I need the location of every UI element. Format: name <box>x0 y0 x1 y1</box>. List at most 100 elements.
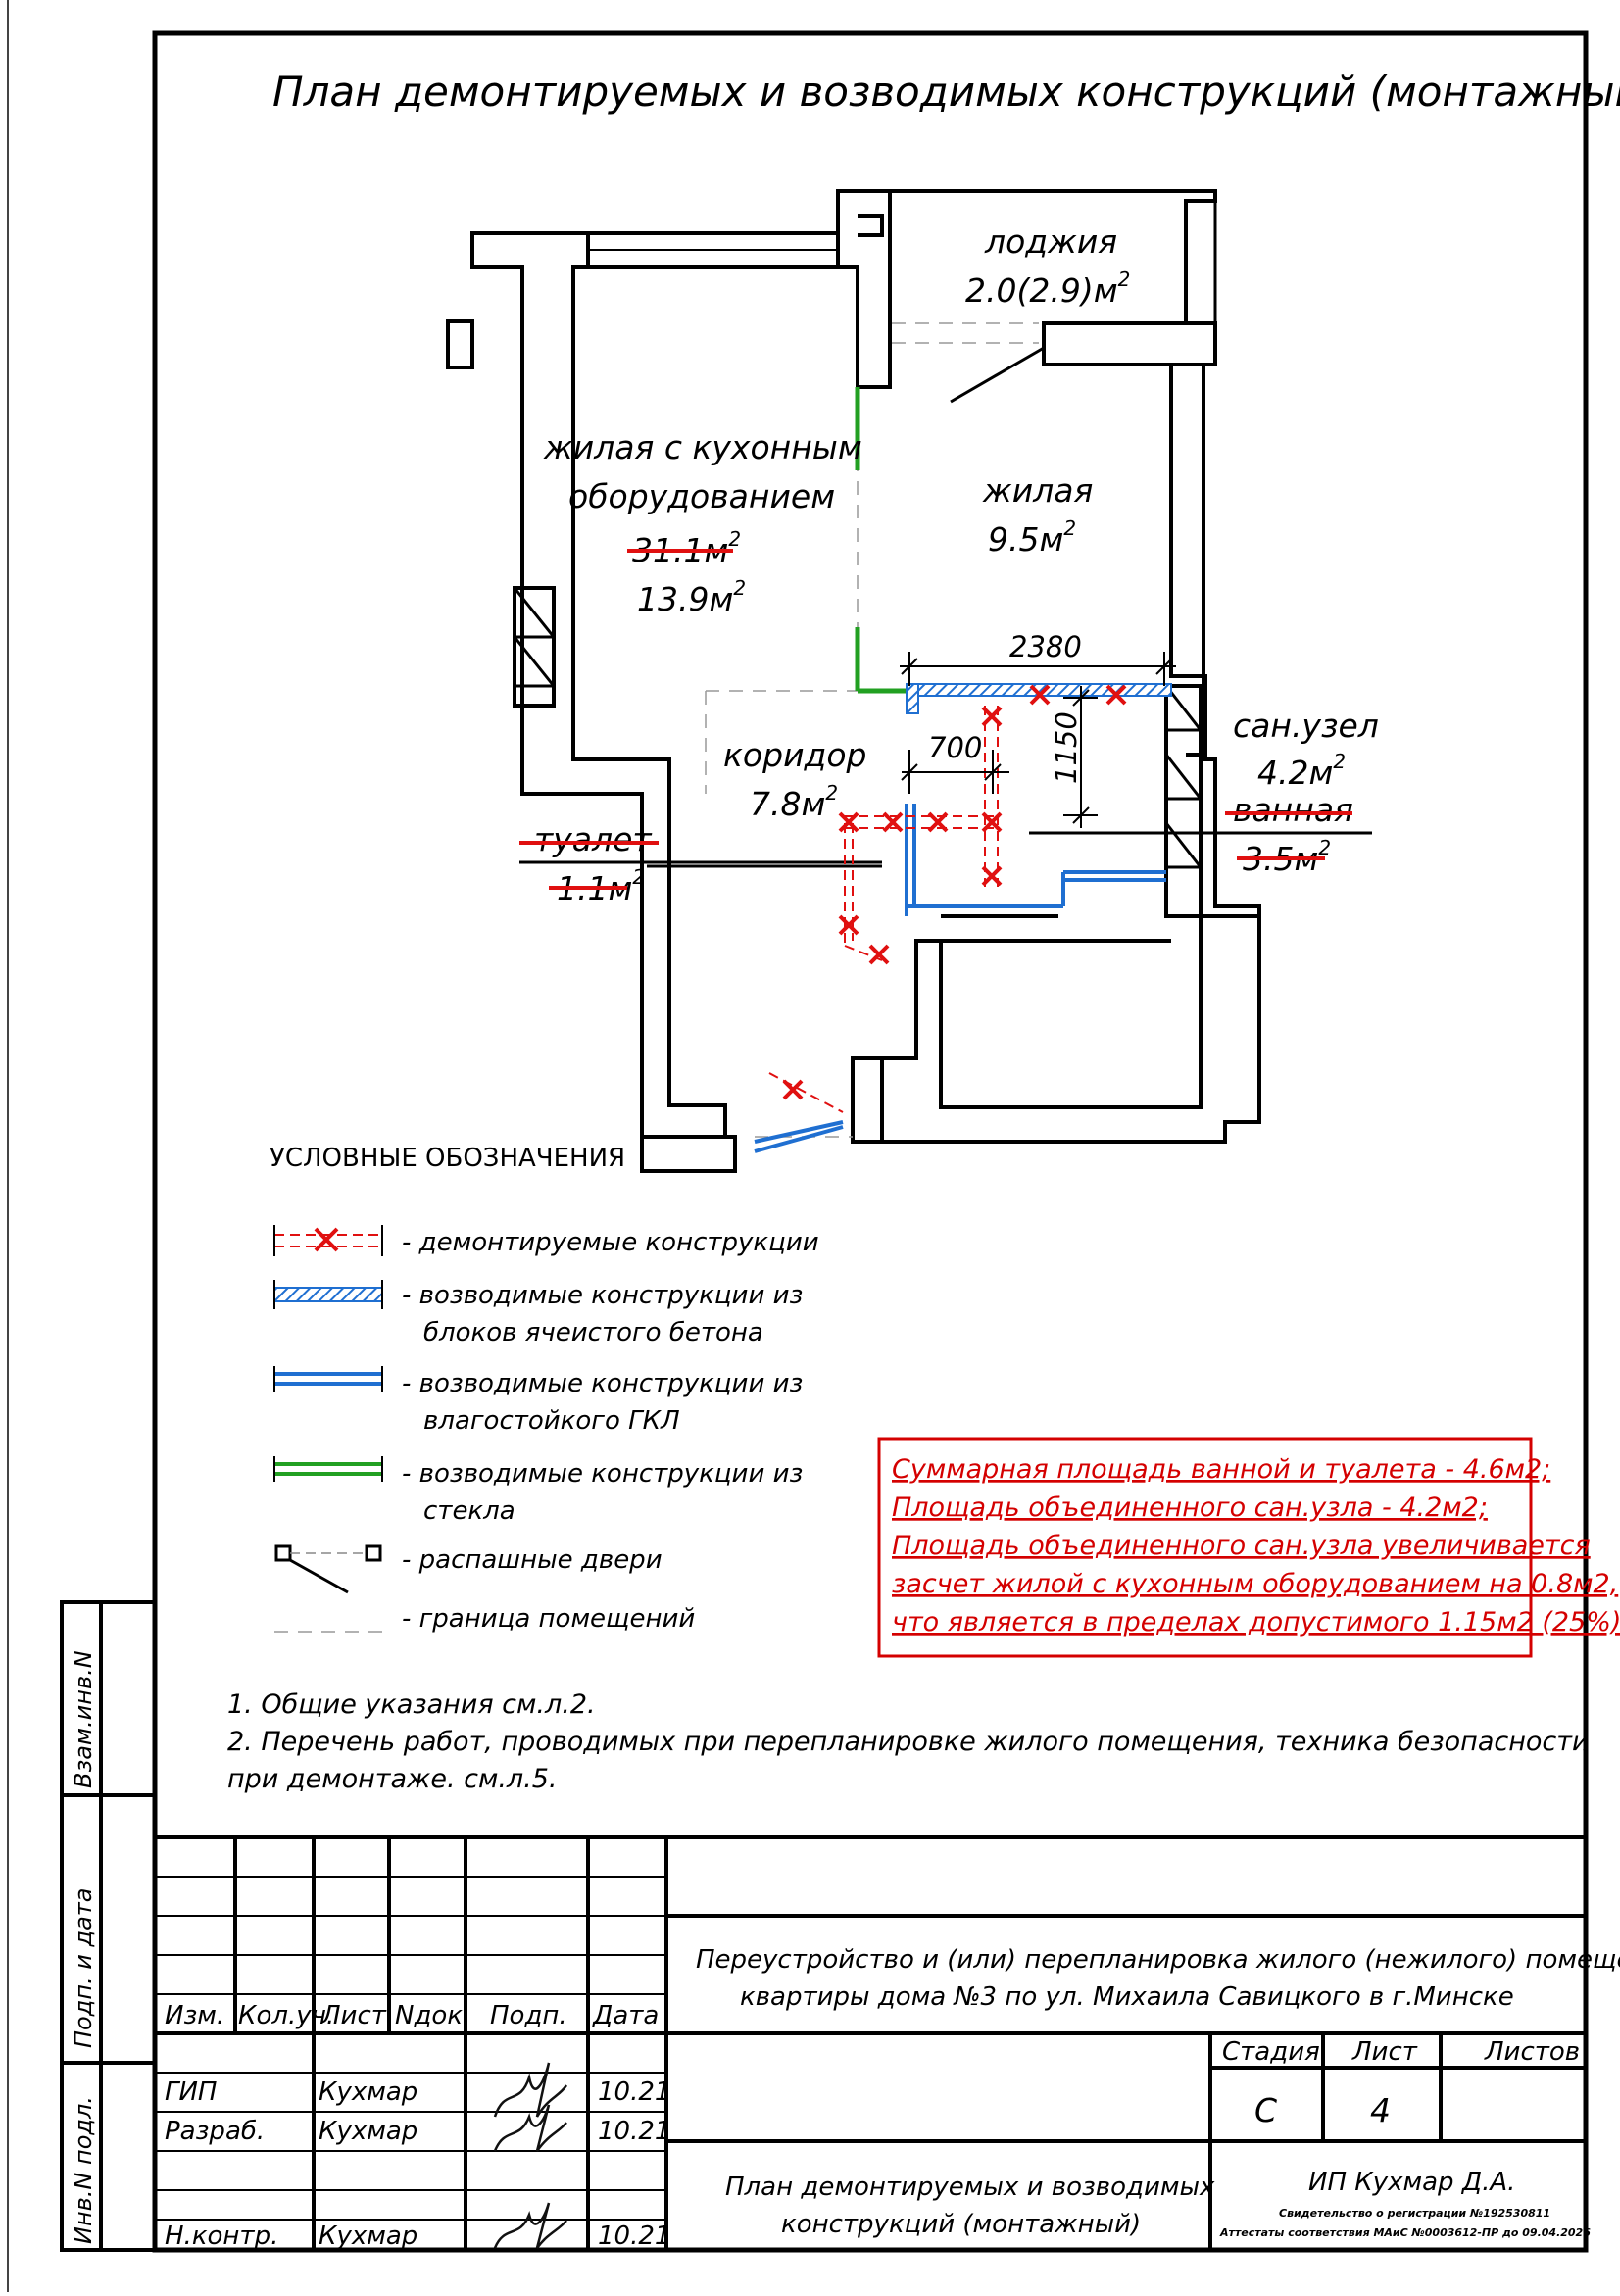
general-notes: 1. Общие указания см.л.2. 2. Перечень ра… <box>227 1689 1590 1794</box>
legend-text-gkl-2: влагостойкого ГКЛ <box>423 1406 680 1436</box>
tb-header-podp: Подп. <box>490 2001 567 2030</box>
title-block-headers: Изм. Кол.уч. Лист Nдок. Подп. Дата <box>165 2001 659 2030</box>
tb-drawing-name-1: План демонтируемых и возводимых <box>725 2173 1215 2202</box>
tb-date-nkontr: 10.21 <box>598 2222 670 2251</box>
legend-symbols <box>273 1225 383 1633</box>
tb-company-line-3: Аттестаты соответствия МАиС №0003612-ПР … <box>1219 2226 1591 2239</box>
drawing-title: План демонтируемых и возводимых конструк… <box>272 68 1620 116</box>
tb-date-gip: 10.21 <box>598 2077 670 2107</box>
signature-gip <box>493 2062 568 2118</box>
legend-header: УСЛОВНЫЕ ОБОЗНАЧЕНИЯ <box>270 1144 625 1173</box>
side-label-vzam: Взам.инв.N <box>70 1650 97 1788</box>
bathroom-combined-name: сан.узел <box>1233 707 1379 745</box>
red-note: Суммарная площадь ванной и туалета - 4.6… <box>892 1454 1620 1637</box>
tb-company-name: ИП Кухмар Д.А. <box>1308 2168 1515 2197</box>
title-block-company: ИП Кухмар Д.А. Свидетельство о регистрац… <box>1219 2168 1591 2239</box>
living-kitchen-new-area: 13.9м2 <box>637 576 746 618</box>
title-block-signers: ГИП Кухмар 10.21 Разраб. Кухмар 10.21 Н.… <box>165 2077 670 2251</box>
tb-role-gip: ГИП <box>165 2077 218 2107</box>
red-note-line-5: что является в пределах допустимого 1.15… <box>892 1607 1620 1637</box>
tb-header-izm: Изм. <box>165 2001 224 2030</box>
red-note-line-3: Площадь объединенного сан.узла увеличива… <box>892 1531 1591 1561</box>
legend-text-glass-1: - возводимые конструкции из <box>402 1459 803 1489</box>
signature-nkontr <box>493 2202 567 2249</box>
tb-stage-label: Стадия <box>1222 2037 1320 2067</box>
tb-company-line-2: Свидетельство о регистрации №192530811 <box>1279 2207 1550 2220</box>
tb-sheets-label: Листов <box>1484 2037 1580 2067</box>
floor-plan <box>446 189 1372 1173</box>
red-note-line-2: Площадь объединенного сан.узла - 4.2м2; <box>892 1492 1488 1523</box>
tb-header-data: Дата <box>592 2001 659 2030</box>
loggia-name: лоджия <box>984 222 1117 261</box>
title-block-stage: Стадия Лист Листов С 4 <box>1222 2037 1580 2129</box>
dimension-1150: 1150 <box>1050 711 1083 784</box>
bath-name: ванная <box>1233 791 1353 829</box>
bathroom-combined-area: 4.2м2 <box>1257 750 1346 792</box>
legend-text-gkl-1: - возводимые конструкции из <box>402 1369 803 1398</box>
tb-name-razrab: Кухмар <box>319 2117 417 2146</box>
legend-symbol-aerated <box>273 1280 383 1309</box>
title-block-drawing-name: План демонтируемых и возводимых конструк… <box>725 2173 1215 2239</box>
living-kitchen-old-area: 31.1м2 <box>632 527 741 569</box>
toilet-name: туалет <box>534 820 653 858</box>
tb-sheet-label: Лист <box>1351 2037 1418 2067</box>
tb-drawing-name-2: конструкций (монтажный) <box>781 2210 1141 2239</box>
legend-text-glass-2: стекла <box>423 1496 515 1526</box>
title-block-grid <box>155 1835 1586 2250</box>
legend-symbol-demolish <box>273 1225 383 1256</box>
tb-role-razrab: Разраб. <box>165 2117 265 2146</box>
legend-text-demolish: - демонтируемые конструкции <box>402 1228 819 1257</box>
glass-partitions <box>855 387 907 694</box>
tb-name-nkontr: Кухмар <box>319 2222 417 2251</box>
loggia-area: 2.0(2.9)м2 <box>965 268 1130 310</box>
legend-text-aerated-1: - возводимые конструкции из <box>402 1281 803 1310</box>
legend-text-aerated-2: блоков ячеистого бетона <box>423 1318 763 1347</box>
tb-role-nkontr: Н.контр. <box>165 2222 278 2251</box>
corridor-area: 7.8м2 <box>750 781 838 823</box>
dimension-lines <box>900 652 1176 828</box>
note-line-1: 1. Общие указания см.л.2. <box>227 1689 596 1720</box>
tb-project-line-2: квартиры дома №3 по ул. Михаила Савицког… <box>740 1982 1514 2012</box>
drawing-frame <box>152 30 1589 2253</box>
red-note-line-4: засчет жилой с кухонным оборудованием на… <box>892 1569 1618 1599</box>
gkl-walls <box>754 804 1166 1153</box>
side-label-podp: Подп. и дата <box>70 1888 97 2049</box>
corridor-name: коридор <box>723 736 866 774</box>
legend-texts: - демонтируемые конструкции - возводимые… <box>402 1228 819 1634</box>
side-stamp <box>60 1600 157 2252</box>
tb-header-list: Лист <box>320 2001 387 2030</box>
door-swings <box>647 346 1166 868</box>
red-note-line-1: Суммарная площадь ванной и туалета - 4.6… <box>892 1454 1550 1485</box>
living-kitchen-name-1: жилая с кухонным <box>543 428 862 466</box>
title-block-project: Переустройство и (или) перепланировка жи… <box>696 1945 1620 2012</box>
legend-symbol-gkl <box>273 1366 383 1392</box>
demolish-x-marks <box>782 684 1127 1100</box>
title-block-thin-rows <box>155 1876 666 2221</box>
tb-date-razrab: 10.21 <box>598 2117 670 2146</box>
dimension-2380: 2380 <box>1009 630 1082 663</box>
legend-symbol-glass <box>273 1456 383 1482</box>
room-labels: лоджия 2.0(2.9)м2 жилая с кухонным обору… <box>519 222 1379 907</box>
signatures <box>493 2062 568 2249</box>
legend-text-door: - распашные двери <box>402 1545 663 1575</box>
note-line-3: при демонтаже. см.л.5. <box>227 1764 558 1794</box>
dimension-700: 700 <box>928 731 982 764</box>
living-name: жилая <box>982 471 1093 510</box>
tb-name-gip: Кухмар <box>319 2077 417 2107</box>
note-line-2: 2. Перечень работ, проводимых при перепл… <box>227 1727 1590 1757</box>
living-kitchen-name-2: оборудованием <box>568 477 835 515</box>
red-note-box <box>877 1437 1533 1658</box>
demolished-structures <box>768 706 1000 1113</box>
tb-header-kol: Кол.уч. <box>238 2001 334 2030</box>
tb-header-ndok: Nдок. <box>395 2001 470 2030</box>
aerated-concrete-walls <box>906 683 1172 714</box>
legend-text-boundary: - граница помещений <box>402 1604 695 1634</box>
signature-razrab <box>493 2104 567 2152</box>
living-area: 9.5м2 <box>988 516 1076 559</box>
side-label-inv: Инв.N подл. <box>70 2096 97 2244</box>
tb-sheet-value: 4 <box>1370 2091 1391 2129</box>
tb-stage-value: С <box>1254 2091 1277 2129</box>
legend-symbol-door <box>274 1544 382 1594</box>
tb-project-line-1: Переустройство и (или) перепланировка жи… <box>696 1945 1620 1975</box>
